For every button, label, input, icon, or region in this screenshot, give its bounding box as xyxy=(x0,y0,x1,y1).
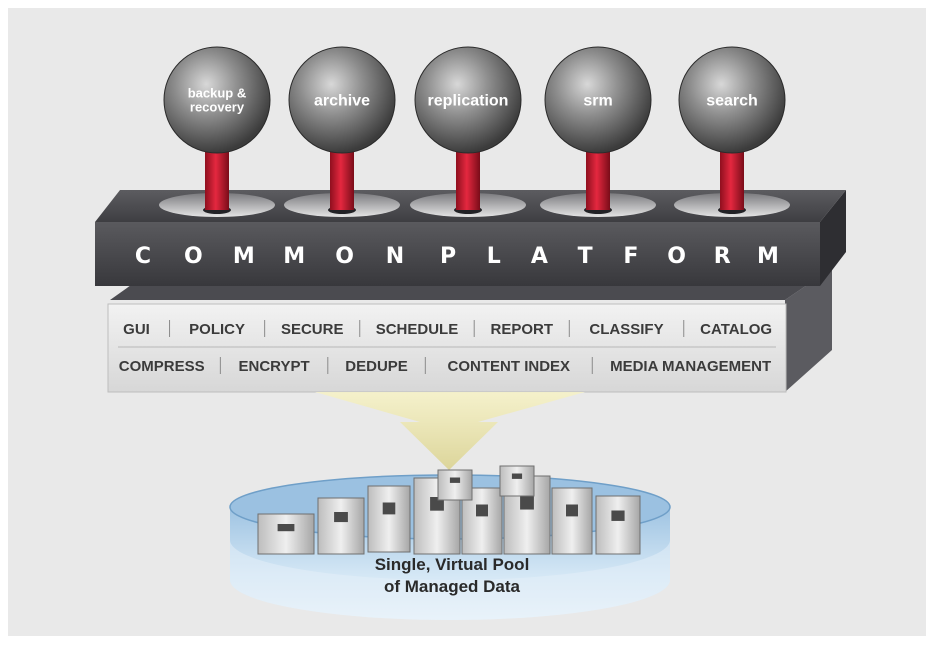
platform-letter: M xyxy=(283,244,305,269)
platform-letter: O xyxy=(335,244,354,269)
module-label: search xyxy=(706,92,758,109)
pool-label-line1: Single, Virtual Pool xyxy=(375,555,530,574)
server-panel xyxy=(611,510,625,521)
server-rack xyxy=(367,485,411,553)
platform-letter: C xyxy=(135,244,151,269)
server-rack xyxy=(437,469,473,501)
platform-letter: P xyxy=(440,244,456,269)
module-label: srm xyxy=(583,92,612,109)
platform-letter: A xyxy=(531,244,548,269)
server-panel xyxy=(520,495,534,510)
joystick-ball xyxy=(163,46,271,154)
service-label: CONTENT INDEX xyxy=(448,358,571,375)
platform-letter: O xyxy=(667,244,686,269)
service-label: COMPRESS xyxy=(119,358,205,375)
server-rack xyxy=(595,495,641,555)
service-label: REPORT xyxy=(490,321,553,338)
module-replication: replication xyxy=(414,46,522,210)
joystick-ball xyxy=(678,46,786,154)
module-srm: srm xyxy=(544,46,652,210)
server-panel xyxy=(511,473,523,479)
service-label: CLASSIFY xyxy=(589,321,663,338)
module-search: search xyxy=(678,46,786,210)
services-block-side xyxy=(785,268,832,392)
module-label: recovery xyxy=(190,99,245,114)
joystick-ball xyxy=(544,46,652,154)
server-panel xyxy=(334,512,348,523)
joystick-ball xyxy=(288,46,396,154)
server-panel xyxy=(476,504,488,517)
platform-letter: L xyxy=(487,244,501,269)
server-panel xyxy=(566,504,578,517)
module-label: replication xyxy=(428,92,509,109)
service-label: SCHEDULE xyxy=(376,321,459,338)
platform-letter: M xyxy=(757,244,779,269)
module-archive: archive xyxy=(288,46,396,210)
service-label: CATALOG xyxy=(700,321,772,338)
service-label: DEDUPE xyxy=(345,358,408,375)
pool-cylinder-front-rim xyxy=(230,540,670,620)
platform-letter: O xyxy=(184,244,203,269)
server-panel xyxy=(277,524,295,532)
server-rack xyxy=(257,513,315,555)
service-label: MEDIA MANAGEMENT xyxy=(610,358,771,375)
platform-letter: N xyxy=(386,244,404,269)
module-label: archive xyxy=(314,92,370,109)
platform-letter: M xyxy=(233,244,255,269)
server-rack xyxy=(551,487,593,555)
server-cluster xyxy=(257,465,641,555)
pool-label-line2: of Managed Data xyxy=(384,577,521,596)
down-arrow xyxy=(315,392,585,470)
module-label: backup & xyxy=(188,85,247,100)
platform-letter: T xyxy=(578,244,593,269)
services-row-1: GUI POLICY SECURE SCHEDULE REPORT CLASSIFY CAT… xyxy=(123,320,772,338)
platform-letter: R xyxy=(714,244,731,269)
platform-bar xyxy=(95,222,820,286)
server-rack xyxy=(499,465,535,497)
server-panel xyxy=(449,477,461,483)
service-label: ENCRYPT xyxy=(239,358,310,375)
module-backup: backup &recovery xyxy=(163,46,271,210)
services-block xyxy=(107,303,787,393)
service-label: SECURE xyxy=(281,321,344,338)
platform-letter: F xyxy=(623,244,638,269)
service-label: GUI xyxy=(123,321,150,338)
module-joysticks: backup &recovery archive replication srm sea… xyxy=(163,46,786,210)
service-label: POLICY xyxy=(189,321,245,338)
server-rack xyxy=(317,497,365,555)
server-panel xyxy=(382,502,396,515)
joystick-ball xyxy=(414,46,522,154)
services-row-2: COMPRESS ENCRYPT DEDUPE CONTENT INDEX MEDIA … xyxy=(119,357,771,375)
